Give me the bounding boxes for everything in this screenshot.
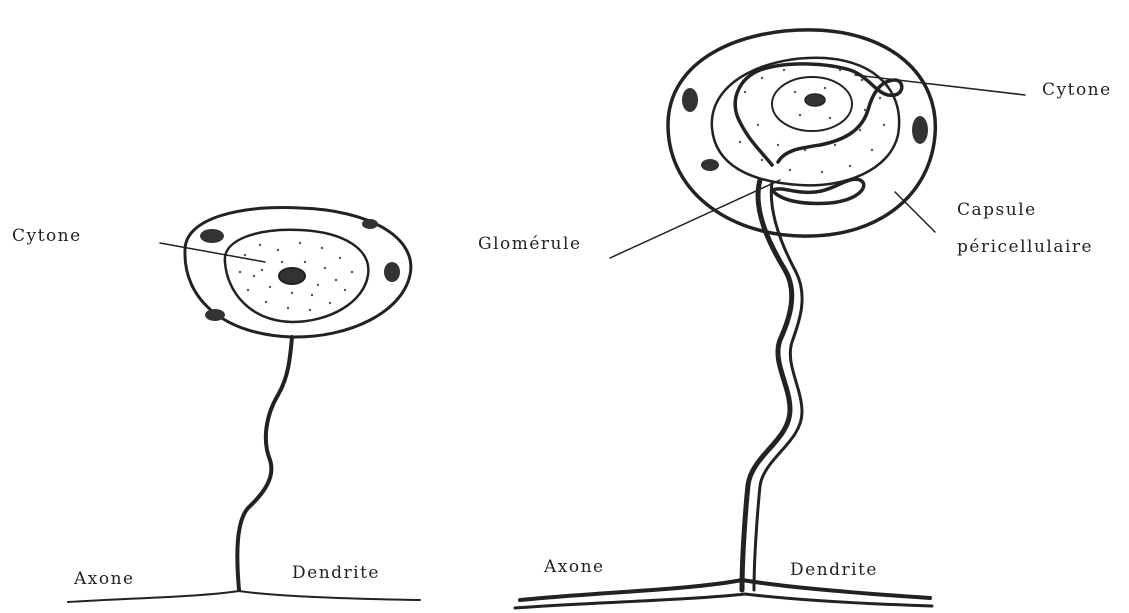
left-axone-label: Axone [73,569,135,589]
right-cytone-label: Cytone [1042,80,1112,100]
right-glomerulus-coil [735,64,902,165]
right-glomerule-label: Glomérule [478,234,582,254]
left-axon-stalk [237,337,292,590]
right-dendrite-label: Dendrite [790,560,878,580]
right-neuron [515,30,1025,608]
left-neuron [68,208,420,602]
right-capsule-label-line2: péricellulaire [957,237,1093,257]
left-nucleus [279,268,305,284]
right-nucleolus [805,94,825,106]
left-cytone-pointer [160,243,265,262]
left-t-branch [68,591,420,602]
right-axone-label: Axone [543,557,605,577]
right-axon-stalk-inner [754,182,802,590]
right-outer-capsule [668,30,935,236]
right-axon-stalk-outer [742,180,792,590]
left-cytone-label: Cytone [12,226,82,246]
right-capsule-label-line1: Capsule [957,200,1037,220]
right-capsule-pointer [895,192,935,232]
left-dendrite-label: Dendrite [292,563,380,583]
